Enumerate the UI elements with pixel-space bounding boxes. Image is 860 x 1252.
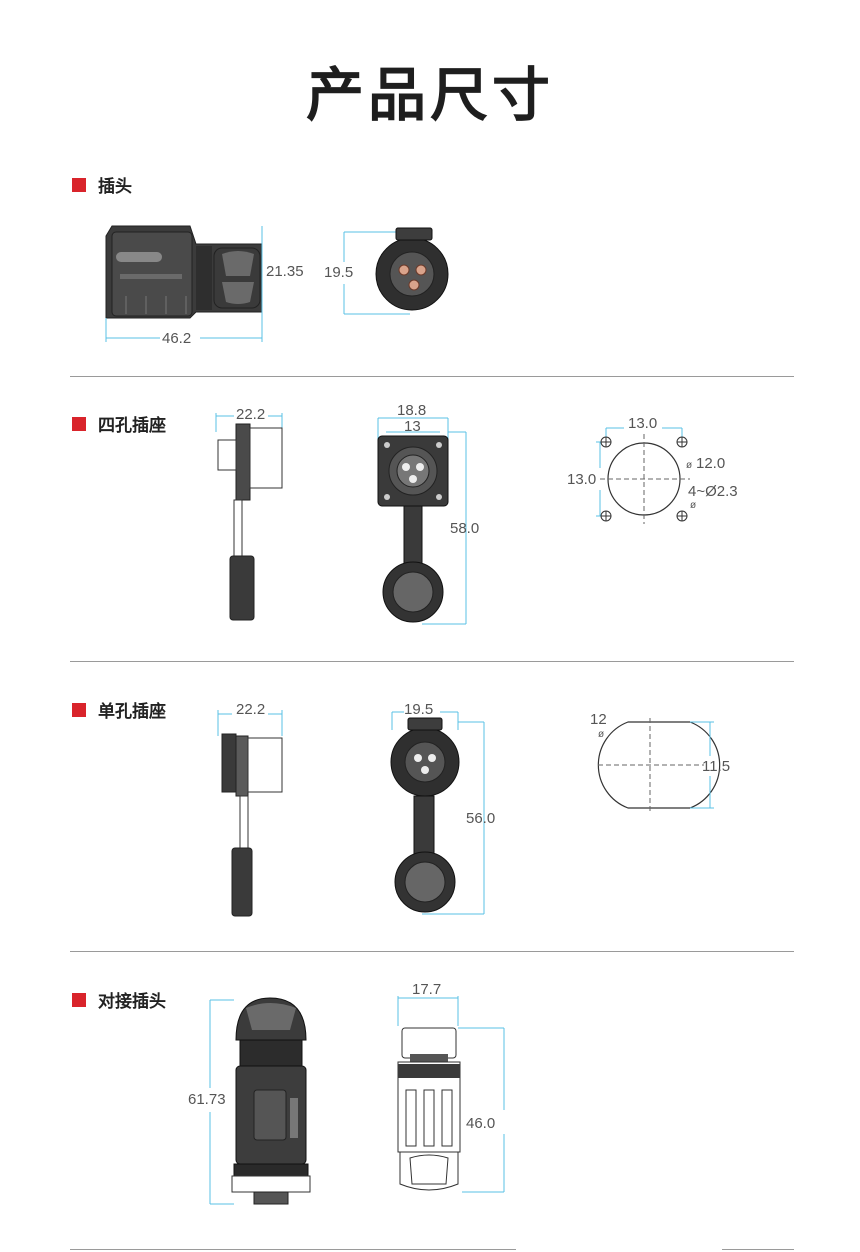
dia-symbol: ø xyxy=(686,460,692,471)
section-label-text: 插头 xyxy=(98,177,132,197)
dim-socket1-width: 19.5 xyxy=(404,701,433,718)
four-hole-panel-cutout xyxy=(596,427,690,524)
dim-socket4-outer: 18.8 xyxy=(397,402,426,419)
section-divider xyxy=(70,951,794,952)
dim-plug-length: 46.2 xyxy=(162,330,191,347)
dia-symbol: ø xyxy=(598,729,604,740)
section-label-single-hole-socket: 单孔插座 xyxy=(72,697,166,722)
dim-socket4-cutout-dia: 12.0 xyxy=(696,455,725,472)
dim-plug-height: 21.35 xyxy=(266,263,304,280)
dim-socket1-flat: 11.5 xyxy=(702,758,730,775)
red-square-marker xyxy=(72,416,86,431)
dim-socket4-length: 58.0 xyxy=(450,520,479,537)
single-hole-socket-front-view xyxy=(390,711,485,915)
section-label-mating-plug: 对接插头 xyxy=(72,987,166,1012)
dim-mating-width: 17.7 xyxy=(412,981,441,998)
dim-mating-length: 46.0 xyxy=(466,1115,495,1132)
dim-socket1-cutout-dia: 12 xyxy=(590,711,607,728)
section-divider xyxy=(70,376,794,377)
dim-socket4-hole-w: 13.0 xyxy=(628,415,657,432)
plug-side-view xyxy=(105,225,263,342)
four-hole-socket-side-view xyxy=(215,413,283,621)
dim-socket4-hole-h: 13.0 xyxy=(567,471,596,488)
dim-socket1-depth: 22.2 xyxy=(236,701,265,718)
section-label-text: 单孔插座 xyxy=(98,702,166,722)
single-hole-socket-side-view xyxy=(217,710,283,917)
dim-plug-front-dia: 19.5 xyxy=(324,264,353,281)
page-title: 产品尺寸 xyxy=(305,61,554,129)
section-label-four-hole-socket: 四孔插座 xyxy=(72,411,166,436)
dim-socket4-depth: 22.2 xyxy=(236,406,265,423)
plug-front-view xyxy=(343,227,449,315)
red-square-marker xyxy=(72,177,86,192)
dim-socket4-inner: 13 xyxy=(404,418,421,435)
red-square-marker xyxy=(72,702,86,717)
mating-plug-side-view xyxy=(397,996,505,1193)
four-hole-socket-front-view xyxy=(377,417,467,625)
section-divider xyxy=(70,661,794,662)
section-divider xyxy=(722,1249,794,1250)
dim-socket4-screw: 4~Ø2.3 xyxy=(688,483,738,500)
dim-socket1-length: 56.0 xyxy=(466,810,495,827)
dia-symbol: ø xyxy=(690,500,696,511)
dim-mating-height: 61.73 xyxy=(188,1091,226,1108)
red-square-marker xyxy=(72,992,86,1007)
single-hole-panel-cutout xyxy=(597,718,721,812)
section-label-text: 对接插头 xyxy=(98,992,166,1012)
mating-plug-front-view xyxy=(209,997,311,1205)
section-label-plug: 插头 xyxy=(72,172,132,197)
section-divider xyxy=(70,1249,516,1250)
section-label-text: 四孔插座 xyxy=(98,416,166,436)
